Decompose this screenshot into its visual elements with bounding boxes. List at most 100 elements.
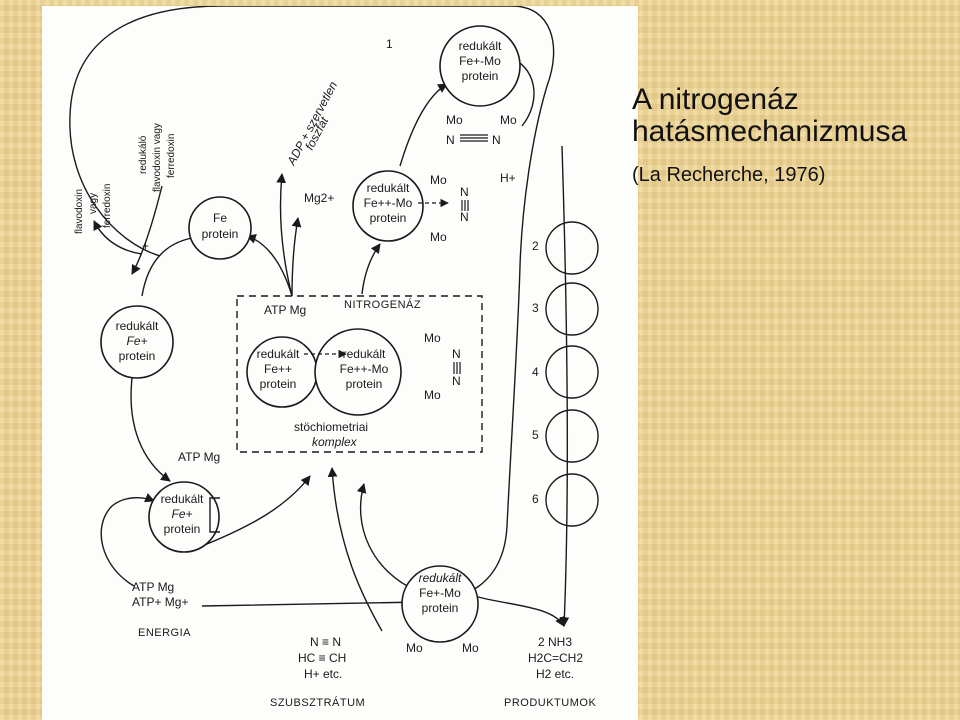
reduced-femo-top-node — [439, 25, 521, 107]
reduced-donor-line3: ferredoxin — [166, 134, 177, 178]
substrate-line3: H+ etc. — [304, 667, 342, 681]
reduced-femo-nitrogenase-line2: Fe++-Mo — [340, 362, 389, 376]
reduced-fe-left-line3: protein — [119, 349, 156, 363]
product-title: PRODUKTUMOK — [504, 697, 596, 709]
reduced-fe-nitrogenase-line3: protein — [260, 377, 297, 391]
reduced-femo-upper-line1: redukált — [367, 181, 410, 195]
n-complex-bottom: N — [452, 374, 461, 388]
n-upper-top: N — [460, 185, 469, 199]
arrow-complex-to-adp — [276, 173, 293, 297]
atp-mg-box-label: ATP Mg — [264, 303, 306, 317]
energy-input-line2: ATP+ Mg+ — [132, 595, 188, 609]
donor-line1: flavodoxin — [74, 189, 85, 234]
reduced-femo-upper-node — [352, 170, 424, 242]
reduced-femo-bottom-line2: Fe+-Mo — [419, 586, 461, 600]
reduced-donor-line2: flavodoxin vagy — [152, 123, 163, 192]
slide-subtitle: (La Recherche, 1976) — [632, 164, 826, 186]
atp-binding-bracket — [209, 497, 220, 533]
arrow-complex-to-fe — [246, 234, 293, 297]
complex-line2: komplex — [312, 435, 358, 449]
reduced-femo-bottom-line3: protein — [422, 601, 459, 615]
h-plus-label: H+ — [500, 171, 516, 185]
arrow-complex-to-upper-femo — [361, 243, 381, 295]
reduced-femo-nitrogenase-node — [314, 328, 402, 416]
reduced-donor-line1: redukáló — [138, 135, 149, 174]
electron-donor-labels: flavodoxin vagy ferredoxin redukáló flav… — [74, 123, 177, 234]
slide-title-line1: A nitrogenáz — [632, 83, 799, 116]
mo-bottom-left: Mo — [406, 641, 423, 655]
mo-upper-top: Mo — [430, 173, 447, 187]
reduced-femo-upper-line2: Fe++-Mo — [364, 196, 413, 210]
reduced-fe-left-line2: Fe+ — [126, 334, 147, 348]
reduced-fe-lower-line1: redukált — [161, 492, 204, 506]
mo-top-left: Mo — [446, 113, 463, 127]
outer-cycle-arrow — [69, 6, 555, 607]
arrow-from-reduced-donor — [131, 185, 163, 275]
mo-bottom-right: Mo — [462, 641, 479, 655]
reduced-fe-nitrogenase-line1: redukált — [257, 347, 300, 361]
product-line1: 2 NH3 — [538, 635, 572, 649]
atp-mg-lower-label: ATP Mg — [178, 450, 220, 464]
arrow-bottom-femo-loop — [356, 483, 418, 592]
donor-line3: ferredoxin — [102, 184, 113, 228]
reduced-fe-lower-node — [148, 481, 220, 553]
substrate-line2: HC ≡ CH — [298, 651, 346, 665]
product-line2: H2C=CH2 — [528, 651, 583, 665]
step-number-5: 5 — [532, 428, 539, 442]
reduced-femo-bottom-node — [401, 565, 479, 643]
product-cycle-3 — [545, 282, 599, 336]
mo-top-right: Mo — [500, 113, 517, 127]
reduced-fe-lower-line3: protein — [164, 522, 201, 536]
reduced-fe-left-line1: redukált — [116, 319, 159, 333]
nitrogenase-diagram: 1 2 3 4 5 6 Fe protein redukált Fe+ prot… — [42, 6, 638, 720]
reduced-fe-nitrogenase-line2: Fe++ — [264, 362, 292, 376]
arrow-energy-loop — [100, 493, 155, 587]
complex-line1: stöchiometriai — [294, 420, 368, 434]
arrow-substrate-to-complex — [327, 467, 383, 632]
arrow-bottom-to-products — [473, 595, 565, 627]
n-top-left: N — [446, 133, 455, 147]
step-number-2: 2 — [532, 239, 539, 253]
donor-line2: vagy — [88, 193, 99, 214]
product-cycle-2 — [545, 221, 599, 275]
arrow-to-flavodoxin — [93, 220, 143, 255]
arrow-fe-to-reduced — [141, 237, 193, 297]
fe-protein-top-node — [188, 196, 252, 260]
mo-upper-bottom: Mo — [430, 230, 447, 244]
reduced-femo-bottom-line1: redukált — [419, 571, 462, 585]
arrow-complex-to-mg — [291, 217, 302, 297]
n-complex-top: N — [452, 347, 461, 361]
product-line3: H2 etc. — [536, 667, 574, 681]
fe-protein-top-line2: protein — [202, 227, 239, 241]
reduced-femo-nitrogenase-line3: protein — [346, 377, 383, 391]
reduced-femo-top-line1: redukált — [459, 39, 502, 53]
arrow-lower-to-complex — [201, 475, 311, 547]
n-upper-bottom: N — [460, 210, 469, 224]
mo-complex-top: Mo — [424, 331, 441, 345]
mo-complex-bottom: Mo — [424, 388, 441, 402]
reduced-femo-top-line2: Fe+-Mo — [459, 54, 501, 68]
fe-protein-top-line1: Fe — [213, 211, 227, 225]
arrow-cycle-to-products — [559, 145, 570, 627]
nitrogenase-label: NITROGENÁZ — [344, 298, 421, 311]
adp-line1: ADP + szervetlen — [284, 79, 340, 169]
energy-label: ENERGIA — [138, 627, 191, 639]
step-number-3: 3 — [532, 301, 539, 315]
reduced-fe-left-node — [100, 305, 174, 379]
step-number-4: 4 — [532, 365, 539, 379]
step-number-1: 1 — [386, 37, 393, 51]
product-cycle-6 — [545, 473, 599, 527]
product-cycle-4 — [545, 345, 599, 399]
n-top-right: N — [492, 133, 501, 147]
slide-title-line2: hatásmechanizmusa — [632, 115, 908, 148]
arrow-reduced-to-lower — [130, 377, 171, 482]
mg2-label: Mg2+ — [304, 191, 334, 205]
nitrogenase-box — [236, 295, 483, 453]
reduced-femo-top-line3: protein — [462, 69, 499, 83]
reduced-femo-upper-line3: protein — [370, 211, 407, 225]
substrate-line1: N ≡ N — [310, 635, 341, 649]
step-number-6: 6 — [532, 492, 539, 506]
diagram-svg: 1 2 3 4 5 6 Fe protein redukált Fe+ prot… — [69, 6, 599, 709]
reduced-femo-nitrogenase-line1: redukált — [343, 347, 386, 361]
energy-input-line1: ATP Mg — [132, 580, 174, 594]
